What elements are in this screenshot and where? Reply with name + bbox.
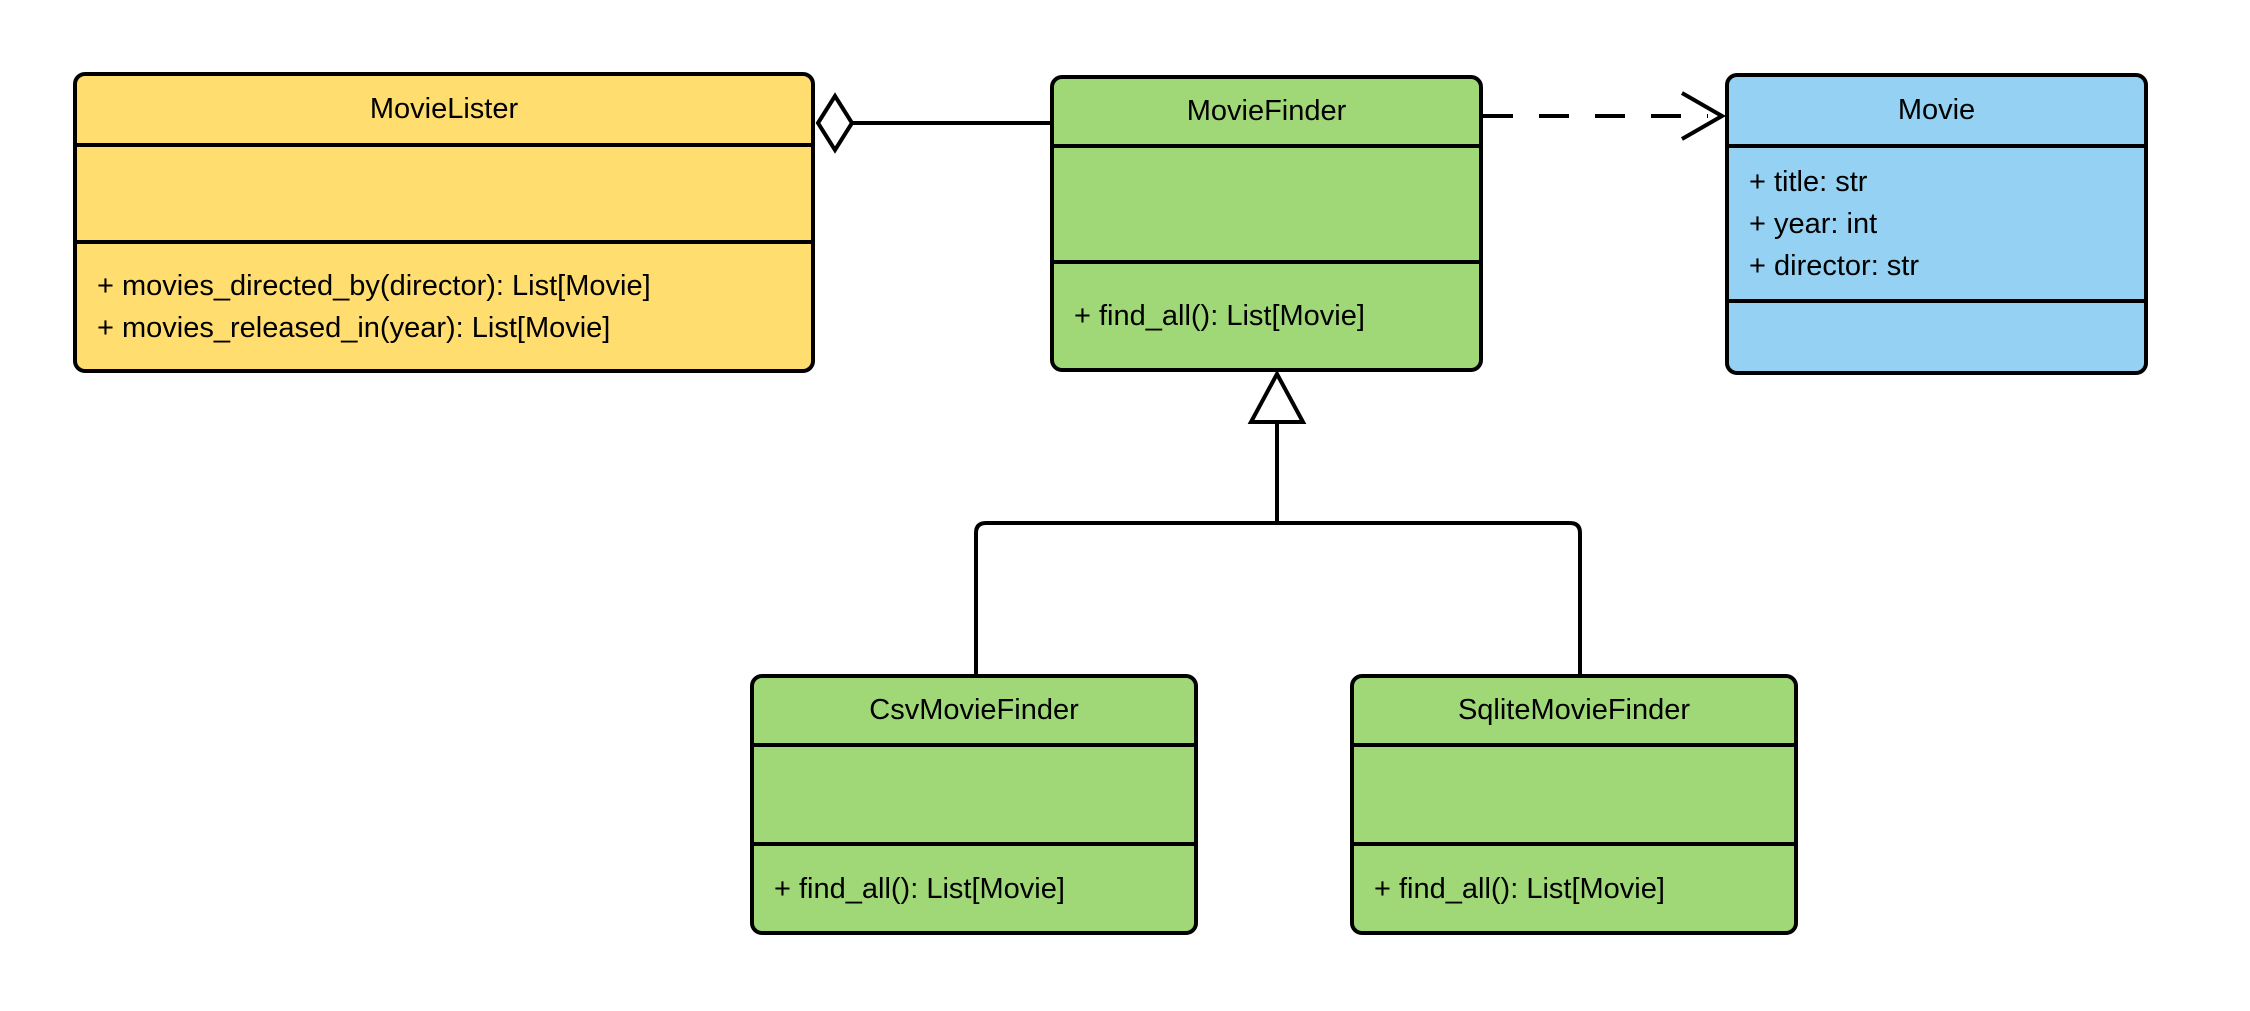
attribute-item: + title: str — [1749, 165, 1868, 198]
dependency-connector — [1483, 91, 1727, 141]
class-title: CsvMovieFinder — [869, 694, 1079, 726]
methods-compartment: + find_all(): List[Movie] — [1054, 260, 1479, 368]
class-sqlite-movie-finder: SqliteMovieFinder + find_all(): List[Mov… — [1350, 674, 1798, 935]
method-item: + movies_released_in(year): List[Movie] — [97, 311, 611, 344]
class-title: MovieFinder — [1186, 95, 1347, 127]
methods-compartment — [1729, 299, 2144, 371]
class-movie: Movie + title: str + year: int + directo… — [1725, 73, 2148, 375]
class-csv-movie-finder: CsvMovieFinder + find_all(): List[Movie] — [750, 674, 1198, 935]
methods-compartment: + movies_directed_by(director): List[Mov… — [77, 240, 811, 369]
class-movie-lister: MovieLister + movies_directed_by(directo… — [73, 72, 815, 373]
attributes-compartment — [77, 143, 811, 240]
class-title: Movie — [1897, 94, 1976, 126]
method-item: + find_all(): List[Movie] — [774, 872, 1065, 905]
method-item: + find_all(): List[Movie] — [1074, 300, 1365, 332]
inheritance-connector — [974, 369, 1582, 674]
method-item: + find_all(): List[Movie] — [1374, 872, 1665, 905]
attributes-compartment — [1054, 144, 1479, 260]
attributes-compartment — [1354, 743, 1794, 842]
attributes-compartment: + title: str + year: int + director: str — [1729, 144, 2144, 299]
dependency-arrow-icon — [1681, 91, 1727, 141]
aggregation-connector — [815, 92, 1050, 154]
class-movie-finder: MovieFinder + find_all(): List[Movie] — [1050, 75, 1483, 372]
inheritance-triangle-icon — [1247, 369, 1307, 424]
aggregation-diamond-icon — [815, 92, 855, 154]
class-title: MovieLister — [369, 93, 519, 125]
attributes-compartment — [754, 743, 1194, 842]
method-item: + movies_directed_by(director): List[Mov… — [97, 269, 651, 302]
class-title: SqliteMovieFinder — [1457, 694, 1691, 726]
inheritance-branch-line — [974, 521, 1582, 674]
attribute-item: + year: int — [1749, 207, 1878, 240]
methods-compartment: + find_all(): List[Movie] — [754, 842, 1194, 931]
attribute-item: + director: str — [1749, 249, 1920, 282]
methods-compartment: + find_all(): List[Movie] — [1354, 842, 1794, 931]
